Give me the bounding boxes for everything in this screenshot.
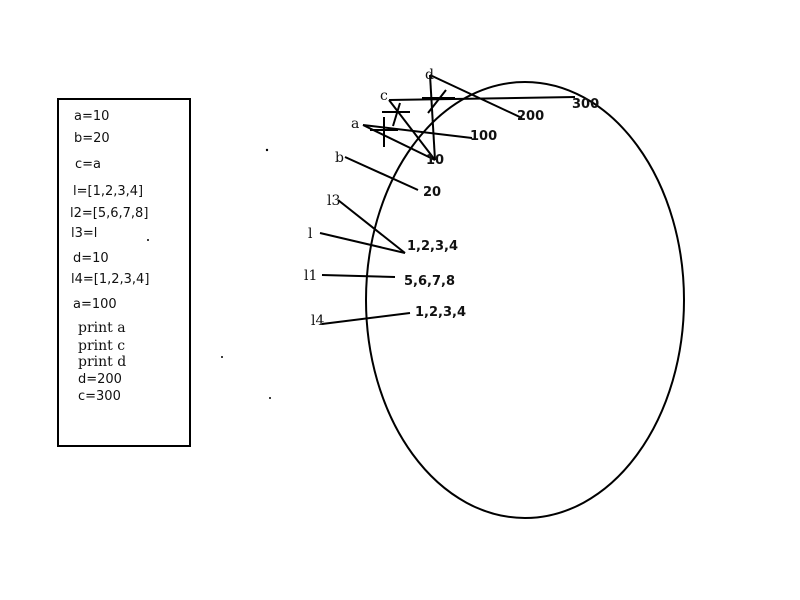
code-line: l3=l [71,226,98,241]
reference-arrows [319,74,576,325]
cross-c-2 [392,102,401,127]
value-label-200: 200 [517,109,544,124]
value-label-list3: 1,2,3,4 [415,305,466,320]
ref-l3-to-list1 [337,199,406,254]
code-line: l=[1,2,3,4] [73,184,144,199]
var-label-d: d [425,67,434,83]
value-label-list2: 5,6,7,8 [404,274,455,289]
code-line: d=10 [73,251,109,266]
var-label-l: l [308,226,313,242]
var-label-a: a [351,116,359,132]
value-label-100: 100 [470,129,497,144]
stray-dot [147,239,149,241]
var-label-l4: l4 [311,313,324,329]
code-line: a=100 [73,297,117,312]
ref-a-to-100 [362,124,473,139]
cross-d-2 [427,89,447,114]
code-line: a=10 [74,109,110,124]
var-label-l1: l1 [304,268,317,284]
var-label-l3: l3 [327,193,340,209]
ref-l4-to-list3 [321,312,411,325]
code-line: print c [78,338,126,354]
value-label-20: 20 [423,185,441,200]
value-label-300: 300 [572,97,599,112]
stray-dot [221,356,223,358]
code-line: l4=[1,2,3,4] [71,272,150,287]
code-line: c=a [75,157,102,172]
ref-b-to-20 [344,156,419,191]
code-listing-box [57,98,191,447]
ref-d-to-10 [429,74,436,161]
ref-l1-to-list2 [321,274,396,278]
strike-marks [370,89,455,147]
stray-dot [265,148,269,152]
value-label-10: 10 [426,153,444,168]
code-line: c=300 [78,389,121,404]
ref-d-to-200 [429,74,523,119]
var-label-b: b [335,150,344,166]
stray-dot [269,397,271,399]
ref-l-to-list1 [319,232,406,254]
value-label-list1: 1,2,3,4 [407,239,458,254]
code-line: l2=[5,6,7,8] [70,206,149,221]
memory-heap-ellipse [365,81,685,519]
code-line: print a [78,320,126,336]
var-label-c: c [380,88,388,104]
ref-c-to-10 [388,99,436,161]
code-line: d=200 [78,372,122,387]
code-line: b=20 [74,131,110,146]
code-line: print d [78,354,127,370]
